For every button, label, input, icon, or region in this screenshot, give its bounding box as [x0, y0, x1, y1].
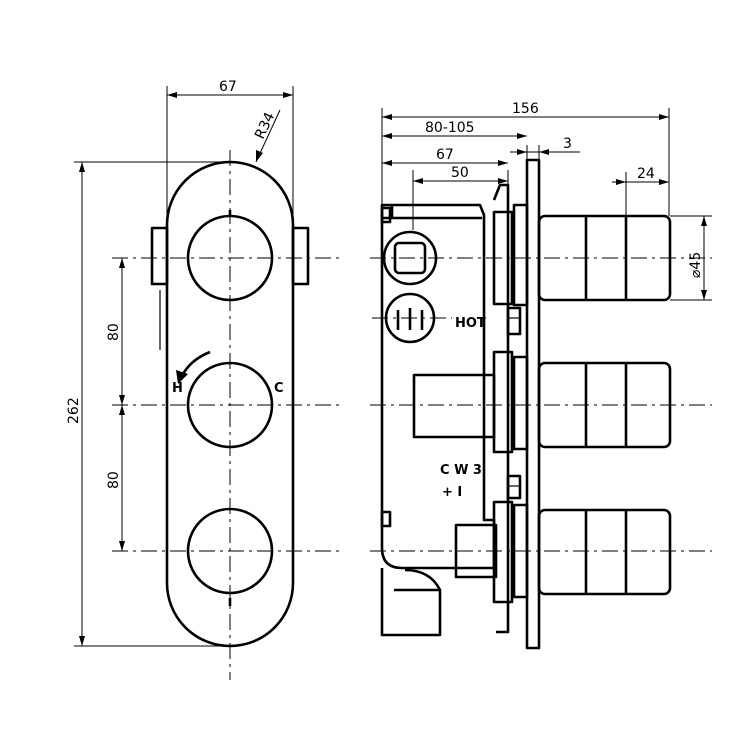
rotation-arrow-icon [180, 350, 211, 377]
range-arrow-right [517, 133, 527, 139]
bottom-knob-body [537, 508, 672, 596]
rotation-arrowhead-icon [176, 370, 188, 384]
top-plate-spacer [512, 203, 529, 307]
knob-dia-arrow-bottom [701, 290, 707, 300]
inner-arrow-right [498, 178, 508, 184]
left-side-lug [150, 226, 169, 286]
right-side-lug [291, 226, 310, 286]
body-bottom-tab [380, 510, 392, 528]
middle-cartridge-housing [412, 373, 496, 439]
middle-cartridge-collar [492, 350, 514, 454]
top-cartridge-collar [492, 210, 514, 306]
label-hot-inlet: HOT [455, 316, 486, 331]
total-arrow-left [382, 114, 392, 120]
dim-knob-width-text: 24 [637, 166, 655, 182]
bottom-cartridge-housing [454, 523, 498, 579]
spacing-arrow-1 [119, 258, 125, 268]
dim-spacing-upper-text: 80 [106, 323, 122, 341]
dim-total-text: 156 [512, 101, 539, 117]
middle-control-knob [186, 361, 274, 449]
spacing-arrow-3 [119, 405, 125, 415]
middle-knob-body [537, 361, 672, 449]
hot-inlet-bore [396, 308, 424, 330]
valve-body-outline [380, 203, 496, 570]
bottom-plate-spacer [512, 503, 529, 599]
cold-inlet-port [382, 230, 438, 286]
range-arrow-left [382, 133, 392, 139]
bottom-control-knob [186, 507, 274, 595]
body-top-tab [380, 206, 392, 224]
inner-arrow-left [413, 178, 423, 184]
trim-plate-side [525, 158, 541, 650]
side-view: HOT [370, 158, 712, 650]
body-arrow-right [498, 160, 508, 166]
width-arrow-left [167, 92, 177, 98]
knob-dia-arrow-top [701, 216, 707, 226]
height-arrow-top [79, 162, 85, 172]
dim-radius-text: R34 [252, 110, 278, 142]
front-view: H C [112, 150, 340, 680]
width-arrow-right [283, 92, 293, 98]
cold-stop-screw [506, 474, 522, 500]
radius-arrow [256, 150, 263, 162]
dim-depth-range-text: 80-105 [425, 120, 475, 136]
front-dimensions: 67 R34 262 80 80 [66, 79, 294, 647]
dim-plate-text: 3 [563, 136, 572, 152]
total-arrow-right [659, 114, 669, 120]
top-knob-side [537, 214, 672, 302]
dim-spacing-lower-text: 80 [106, 471, 122, 489]
bottom-cartridge-collar [492, 500, 514, 604]
outlet-elbow [380, 568, 442, 637]
dim-width-text: 67 [219, 79, 237, 95]
plate-arrow-right [539, 149, 549, 155]
dim-inner-text: 50 [451, 165, 469, 181]
height-arrow-bottom [79, 636, 85, 646]
dim-height-text: 262 [66, 397, 82, 424]
dim-knob-diameter-text: ⌀45 [688, 252, 704, 278]
top-knob-body [537, 214, 672, 302]
middle-plate-spacer [512, 355, 529, 451]
label-cold-side: C [274, 381, 284, 396]
hot-stop-screw [506, 306, 522, 336]
cold-inlet-bore [393, 241, 427, 275]
plate-arrow-left [517, 149, 527, 155]
body-arrow-left [382, 160, 392, 166]
label-cw3-line1: C W 3 [440, 463, 482, 478]
dim-body-text: 67 [436, 147, 454, 163]
side-dimensions: 156 80-105 3 67 50 24 ⌀45 [381, 101, 712, 301]
spacing-arrow-2 [119, 395, 125, 405]
knob-width-arrow-left [616, 179, 626, 185]
bottom-knob-side [537, 508, 672, 596]
knob-width-arrow-right [659, 179, 669, 185]
spacing-arrow-4 [119, 541, 125, 551]
label-cw3-line2: + I [442, 485, 462, 500]
hot-inlet-port [384, 292, 436, 344]
middle-knob-side [537, 361, 672, 449]
label-hot-side: H [172, 381, 183, 396]
